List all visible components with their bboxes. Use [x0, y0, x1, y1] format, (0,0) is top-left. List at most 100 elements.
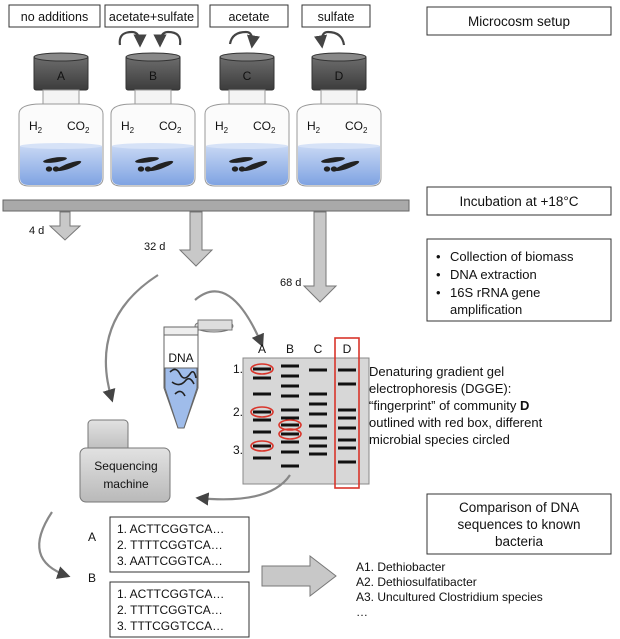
steps-box [426, 238, 612, 322]
bottle-co2-label: CO2 [67, 119, 90, 135]
incubation-title-box [426, 186, 612, 216]
gel-band [309, 402, 327, 406]
setup-label-b: acetate+sulfate [109, 10, 194, 24]
gel-band [338, 416, 356, 420]
gel-band [253, 444, 271, 448]
gel-lane-d: D [343, 342, 352, 356]
gel-band [338, 382, 356, 386]
svg-text:“fingerprint” of community D: “fingerprint” of community D [369, 398, 529, 413]
sequence-box-b [109, 581, 250, 638]
gel-lane-c: C [314, 342, 323, 356]
gel-to-sequencer-arrow [195, 474, 291, 506]
gel-band [338, 408, 356, 412]
steps-list: • Collection of biomass • DNA extraction… [436, 249, 574, 317]
setup-label-boxes: no additions acetate+sulfate acetate sul… [8, 4, 371, 28]
svg-text:•: • [436, 249, 441, 264]
gel-band [338, 438, 356, 442]
gel-band [253, 392, 271, 396]
gel-band [309, 368, 327, 372]
sequence-group-b-label: B [88, 571, 96, 585]
bottle-d [296, 52, 382, 187]
bottle-co2-label: CO2 [159, 119, 182, 135]
gel-band [281, 440, 299, 444]
gel-band [281, 364, 299, 368]
bottle-co2-label: CO2 [345, 119, 368, 135]
setup-label-c: acetate [228, 10, 269, 24]
setup-title-box [426, 6, 612, 36]
bottle-co2-label: CO2 [253, 119, 276, 135]
svg-text:1. ACTTCGGTCA…: 1. ACTTCGGTCA… [117, 587, 224, 601]
gel-band [309, 424, 327, 428]
sequence-group-a-label: A [88, 530, 96, 544]
step-3: 16S rRNA gene [450, 285, 540, 300]
svg-text:3. TTTCGGTCCA…: 3. TTTCGGTCCA… [117, 619, 224, 633]
dna-tube [163, 319, 234, 429]
bottle-letter-a: A [57, 69, 65, 83]
sequences-b: 1. ACTTCGGTCA… 2. TTTTCGGTCA… 3. TTTCGGT… [117, 587, 224, 633]
gel-band [253, 456, 271, 460]
setup-title: Microcosm setup [468, 14, 570, 29]
svg-text:Comparison of DNA: Comparison of DNA [459, 500, 579, 515]
sequencer-to-sequences-arrow [38, 511, 71, 579]
svg-text:electrophoresis (DGGE):: electrophoresis (DGGE): [369, 381, 511, 396]
gel-band [338, 460, 356, 464]
gel-band [281, 432, 299, 436]
gel-band [253, 376, 271, 380]
bottle-letter-d: D [335, 69, 344, 83]
bottle-letter-c: C [243, 69, 252, 83]
time-arrows [48, 211, 338, 303]
setup-label-d: sulfate [318, 10, 355, 24]
gel-lane-b: B [286, 342, 294, 356]
species-circles [250, 363, 302, 452]
svg-text:Denaturing gradient gel: Denaturing gradient gel [369, 364, 504, 379]
svg-text:2. TTTTCGGTCA…: 2. TTTTCGGTCA… [117, 603, 223, 617]
sequence-box-a [109, 516, 250, 573]
svg-text:microbial species circled: microbial species circled [369, 432, 510, 447]
gel-band [309, 392, 327, 396]
gel-marker-2: 2. [233, 405, 243, 419]
time-32d: 32 d [144, 241, 165, 253]
svg-text:A1. Dethiobacter: A1. Dethiobacter [356, 560, 445, 574]
gel-marker-3: 3. [233, 443, 243, 457]
time-4d: 4 d [29, 225, 44, 237]
svg-text:•: • [436, 267, 441, 282]
setup-label-a: no additions [21, 10, 88, 24]
svg-text:2. TTTTCGGTCA…: 2. TTTTCGGTCA… [117, 538, 223, 552]
svg-text:outlined with red box, differe: outlined with red box, different [369, 415, 543, 430]
tube-label: DNA [168, 351, 193, 365]
gel-band [281, 384, 299, 388]
gel-band [309, 444, 327, 448]
svg-text:1. ACTTCGGTCA…: 1. ACTTCGGTCA… [117, 522, 224, 536]
sequencer-label-1: Sequencing [94, 459, 157, 473]
gel-band [281, 394, 299, 398]
sequencing-machine [79, 419, 171, 503]
gel-band [281, 464, 299, 468]
gel-marker-1: 1. [233, 362, 243, 376]
svg-text:…: … [356, 605, 368, 619]
gel-band [253, 410, 271, 414]
sequencer-label-2: machine [103, 477, 149, 491]
svg-text:3. AATTCGGTCA…: 3. AATTCGGTCA… [117, 554, 223, 568]
gel-band [281, 450, 299, 454]
gel-band [281, 423, 299, 427]
time-68d: 68 d [280, 277, 301, 289]
addition-arrows [118, 30, 346, 49]
svg-text:A2. Dethiosulfatibacter: A2. Dethiosulfatibacter [356, 575, 477, 589]
gel-band [338, 368, 356, 372]
gel-band [281, 416, 299, 420]
gel-band [281, 408, 299, 412]
bottle-c [204, 52, 290, 187]
bottle-b [110, 52, 196, 187]
step-3-cont: amplification [450, 302, 522, 317]
svg-text:A3. Uncultured Clostridium spe: A3. Uncultured Clostridium species [356, 590, 543, 604]
comparison-title: Comparison of DNA sequences to known bac… [457, 500, 580, 549]
gel-lane-a: A [258, 342, 266, 356]
community-d-box [334, 337, 360, 489]
gel-band [253, 367, 271, 371]
gel-band [253, 430, 271, 434]
incubation-title: Incubation at +18°C [459, 194, 578, 209]
gel-band [309, 436, 327, 440]
gel-band [253, 418, 271, 422]
comparison-results: A1. Dethiobacter A2. Dethiosulfatibacter… [356, 560, 543, 619]
sequences-a: 1. ACTTCGGTCA… 2. TTTTCGGTCA… 3. AATTCGG… [117, 522, 224, 568]
